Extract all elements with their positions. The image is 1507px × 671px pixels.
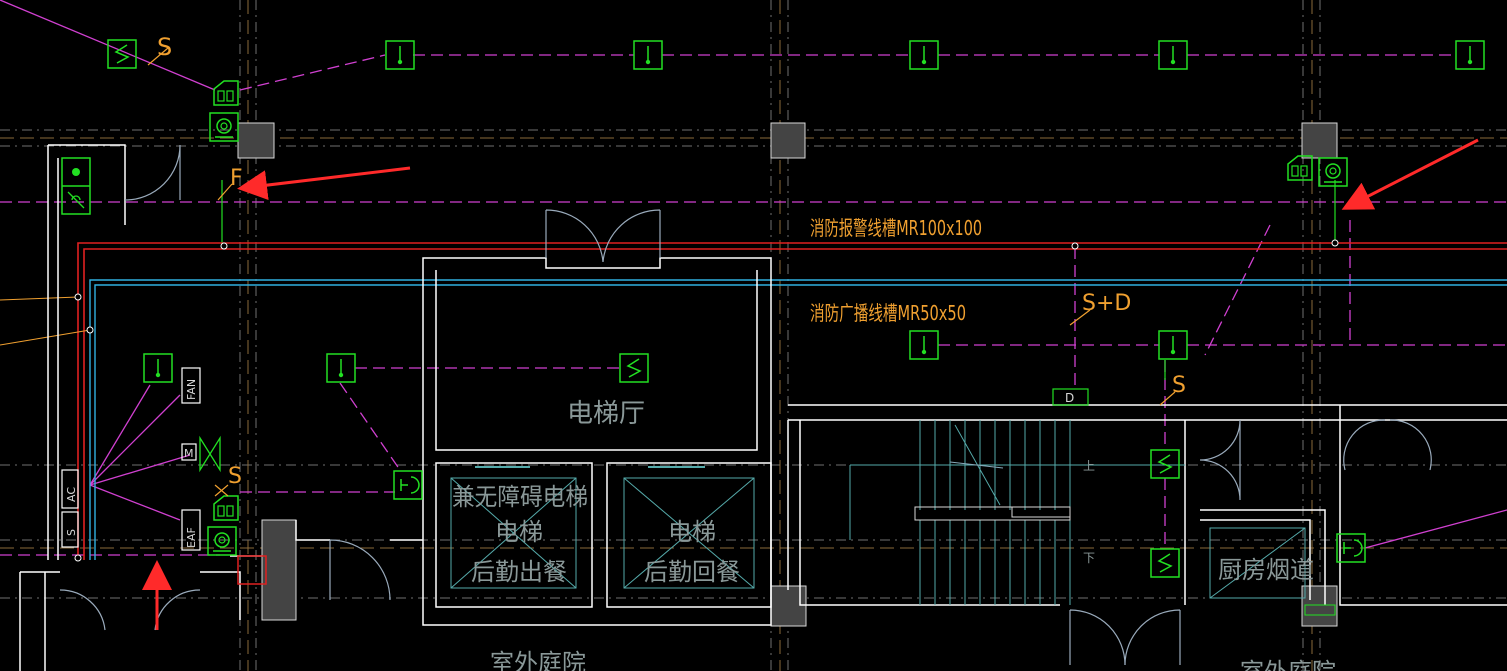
tag-eaf: EAF xyxy=(185,527,198,548)
walls xyxy=(19,144,1507,671)
device-symbols xyxy=(61,39,1485,616)
label-boxes xyxy=(61,367,1089,551)
broadcast-tray xyxy=(89,279,1507,560)
kitchen-flue-label: 厨房烟道 xyxy=(1218,556,1314,584)
structural-columns xyxy=(237,122,1338,627)
tray-broadcast-label: 消防广播线槽MR50x50 xyxy=(810,301,966,325)
elevator-left-line3: 后勤出餐 xyxy=(471,558,567,586)
tray-alarm-label: 消防报警线槽MR100x100 xyxy=(810,216,982,240)
alarm-tray xyxy=(77,242,1507,560)
courtyard-label: 室外庭院 xyxy=(490,649,586,671)
magenta-wiring xyxy=(0,54,1507,556)
tag-s-top: S xyxy=(157,33,172,61)
tag-s-mid: S xyxy=(1172,373,1186,398)
doors xyxy=(59,144,1432,666)
stair-up-label: 上 xyxy=(1083,459,1095,473)
tag-s-box: S xyxy=(65,529,78,536)
stair-down-label: 下 xyxy=(1083,551,1095,565)
elevator-right-line1: 电梯 xyxy=(668,518,716,546)
tag-fan: FAN xyxy=(185,379,198,400)
tag-f: F xyxy=(230,166,243,191)
elevator-left-line1: 兼无障碍电梯 xyxy=(452,483,588,511)
elevator-right-line2: 后勤回餐 xyxy=(644,558,740,586)
tag-d-box: D xyxy=(1065,391,1074,405)
tag-m-box: M xyxy=(184,447,194,460)
tag-ac: AC xyxy=(65,487,78,502)
courtyard-right-label: 室外庭院 xyxy=(1240,658,1336,671)
stairs xyxy=(849,420,1185,605)
tag-s-plus-d: S+D xyxy=(1082,291,1131,316)
tag-s-left: S xyxy=(228,464,242,489)
red-arrow-icon xyxy=(142,138,1479,630)
elevator-hall-label: 电梯厅 xyxy=(567,399,645,429)
elevator-left-line2: 电梯 xyxy=(495,518,543,546)
